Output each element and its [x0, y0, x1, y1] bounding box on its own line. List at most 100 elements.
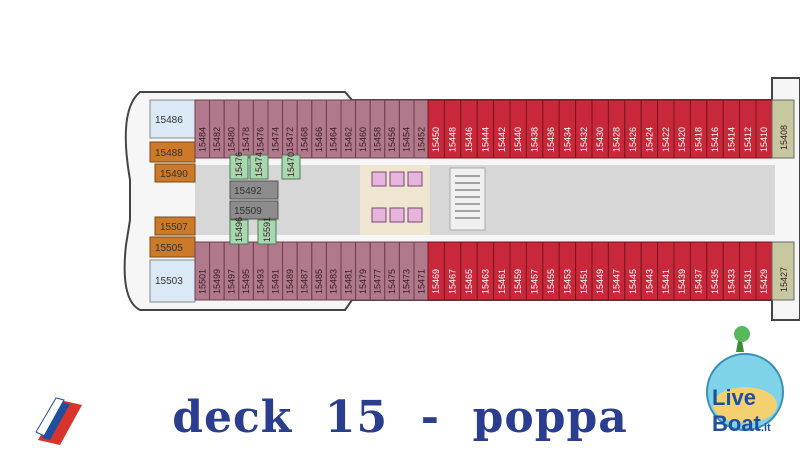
cabin-number: 15479 — [358, 269, 368, 294]
cabin-number: 15457 — [530, 269, 540, 294]
cabin-number: 15430 — [595, 127, 605, 152]
cabin-number: 15461 — [497, 269, 507, 294]
cabin-number: 15437 — [694, 269, 704, 294]
cabin-number: 15429 — [759, 269, 769, 294]
grey-cabin[interactable] — [229, 200, 279, 220]
cabin-number: 15433 — [726, 269, 736, 294]
green-cabin[interactable] — [229, 154, 249, 180]
cabin-number: 15445 — [628, 269, 638, 294]
cabin-number: 15482 — [212, 127, 222, 152]
cabin-number: 15460 — [358, 127, 368, 152]
cabin-number: 15443 — [644, 269, 654, 294]
elevator-icon — [407, 207, 423, 223]
cabin-number: 15477 — [373, 269, 383, 294]
cabin-number: 15438 — [530, 127, 540, 152]
cabin-number: 15451 — [579, 269, 589, 294]
logo-tld-text: .it — [760, 422, 771, 434]
liveboat-logo — [706, 326, 784, 431]
cabin-number: 15449 — [595, 269, 605, 294]
cabin-number: 15493 — [256, 269, 266, 294]
cabin-number: 15446 — [464, 127, 474, 152]
cabin-number: 15468 — [300, 127, 310, 152]
cabin-number: 15466 — [314, 127, 324, 152]
cabin-number: 15472 — [285, 127, 295, 152]
cabin-number: 15465 — [464, 269, 474, 294]
cabin-number: 15420 — [677, 127, 687, 152]
cabin-number: 15418 — [694, 127, 704, 152]
cabin-number: 15448 — [448, 127, 458, 152]
cabin-number: 15470 — [286, 152, 296, 177]
carnival-logo — [35, 397, 82, 445]
cabin-number: 15441 — [661, 269, 671, 294]
cabin-number: 15410 — [759, 127, 769, 152]
grey-cabin[interactable] — [229, 180, 279, 200]
cabin-number: 15491 — [270, 269, 280, 294]
cabin-number: 15414 — [726, 127, 736, 152]
green-cabin[interactable] — [281, 154, 301, 180]
stair-well — [449, 167, 486, 231]
orange-cabin[interactable] — [154, 163, 196, 183]
logo-boat-text: Boat — [712, 411, 761, 436]
liveboat-brand-text: Live Boat.it — [712, 385, 771, 437]
cabin-label: 15509 — [234, 206, 262, 217]
elevator-icon — [389, 207, 405, 223]
green-cabin[interactable] — [257, 219, 277, 245]
cabin-number: 15432 — [579, 127, 589, 152]
deck-title: deck 15 - poppa — [172, 392, 628, 443]
elevator-icon — [389, 171, 405, 187]
cabin-number: 15431 — [743, 269, 753, 294]
cabin-number: 15464 — [329, 127, 339, 152]
cabin-number: 15436 — [546, 127, 556, 152]
green-cabin[interactable] — [249, 154, 269, 180]
cabin-label: 15488 — [155, 148, 183, 159]
cabin-number: 15447 — [612, 269, 622, 294]
cabin-number: 15422 — [661, 127, 671, 152]
cabin-number: 15474 — [254, 152, 264, 177]
edge-cabin[interactable] — [771, 241, 795, 301]
cabin-number: 15462 — [343, 127, 353, 152]
cabin-number: 15463 — [480, 269, 490, 294]
logo-live-text: Live — [712, 385, 757, 410]
cabin-number: 15473 — [402, 269, 412, 294]
cabin-label: 15492 — [234, 186, 262, 197]
elevator-icon — [407, 171, 423, 187]
cabin-number: 15458 — [373, 127, 383, 152]
cabin-number: 15416 — [710, 127, 720, 152]
cabin-number: 15499 — [212, 269, 222, 294]
cabin-number: 15483 — [329, 269, 339, 294]
cabin-number: 15475 — [387, 269, 397, 294]
elevator-icon — [371, 207, 387, 223]
cabin-number: 15471 — [416, 269, 426, 294]
suite-label: 15486 — [155, 115, 183, 126]
cabin-label: 15505 — [155, 243, 183, 254]
cabin-number: 15412 — [743, 127, 753, 152]
cabin-number: 15501 — [197, 269, 207, 294]
suite-label: 15503 — [155, 276, 183, 287]
cabin-number: 15442 — [497, 127, 507, 152]
cabin-label: 15427 — [779, 267, 789, 292]
cabin-number: 15489 — [285, 269, 295, 294]
cabin-number: 15444 — [480, 127, 490, 152]
green-cabin[interactable] — [229, 219, 249, 245]
cabin-number: 15484 — [197, 127, 207, 152]
suite-cabin[interactable] — [149, 99, 196, 139]
stair-icon — [455, 175, 480, 219]
orange-cabin[interactable] — [154, 216, 196, 236]
edge-cabin[interactable] — [771, 99, 795, 159]
cabin-number: 15440 — [513, 127, 523, 152]
cabin-number: 15476 — [256, 127, 266, 152]
cabin-number: 15591 — [262, 217, 272, 242]
cabin-number: 15434 — [562, 127, 572, 152]
cabin-number: 15452 — [416, 127, 426, 152]
cabin-number: 15428 — [612, 127, 622, 152]
cabin-number: 15481 — [343, 269, 353, 294]
cabin-number: 15467 — [448, 269, 458, 294]
cabin-number: 15424 — [644, 127, 654, 152]
cabin-number: 15450 — [431, 127, 441, 152]
cabin-number: 15495 — [241, 269, 251, 294]
cabin-number: 15480 — [227, 127, 237, 152]
elevator-icon — [371, 171, 387, 187]
cabin-number: 15439 — [677, 269, 687, 294]
